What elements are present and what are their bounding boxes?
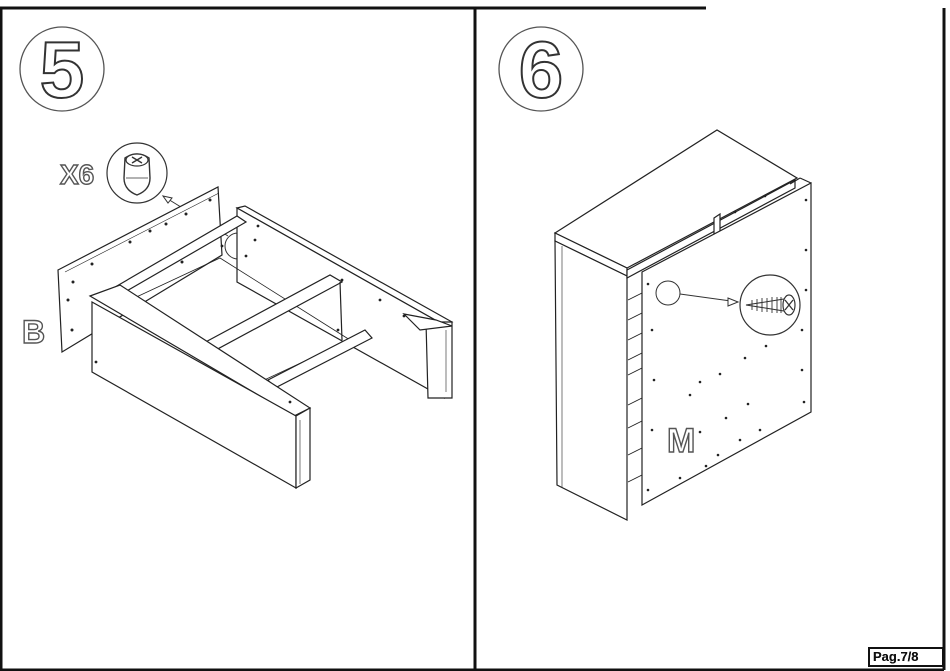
step-6-badge: 6 (499, 25, 583, 114)
screw-detail-icon (740, 275, 800, 335)
step-5-badge: 5 (20, 25, 104, 114)
step-5-part-label: B (22, 314, 45, 350)
step-6-part-label: M (667, 422, 695, 460)
step-6-panel: 6 (499, 25, 811, 520)
back-panel-b (58, 187, 222, 352)
step-5-number: 5 (40, 25, 85, 114)
step-6-number: 6 (519, 25, 564, 114)
step-5-quantity: X6 (60, 159, 94, 190)
step-5-panel: 5 X6 (20, 25, 452, 488)
page-number: Pag.7/8 (868, 647, 944, 667)
cam-lock-detail-icon (107, 143, 167, 203)
